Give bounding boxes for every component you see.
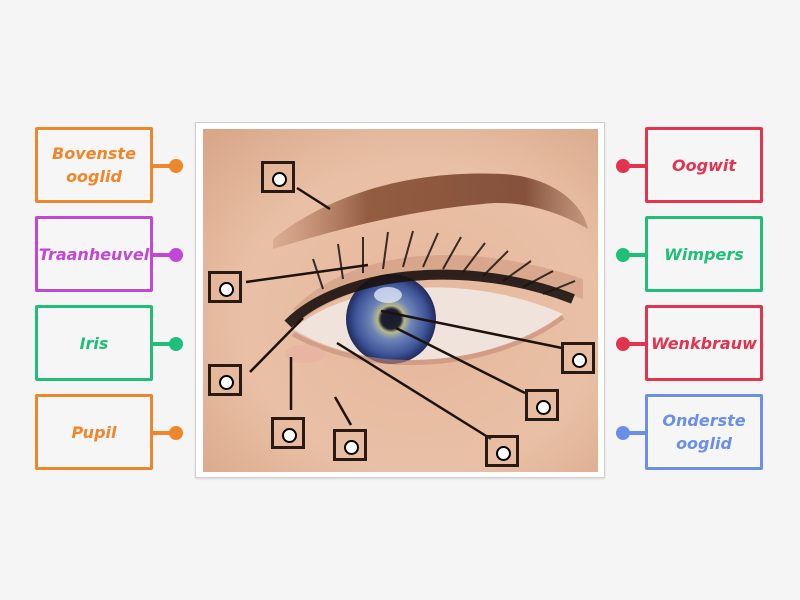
drop-target-dot [536, 400, 551, 416]
label-iris[interactable]: Iris [35, 305, 153, 381]
label-oogwit[interactable]: Oogwit [645, 127, 763, 203]
drop-zone-4[interactable] [271, 417, 305, 449]
label-handle-dot[interactable] [169, 337, 183, 351]
drop-zone-8[interactable] [485, 435, 519, 467]
drop-target-dot [282, 428, 297, 444]
label-handle-dot[interactable] [169, 426, 183, 440]
drop-zone-1[interactable] [261, 161, 295, 193]
label-handle-dot[interactable] [169, 248, 183, 262]
label-text: Iris [79, 333, 109, 353]
drop-zone-3[interactable] [208, 364, 242, 396]
drop-target-dot [344, 440, 359, 456]
label-text: Bovenste ooglid [52, 144, 136, 186]
label-handle-dot[interactable] [616, 337, 630, 351]
label-traanheuvel[interactable]: Traanheuvel [35, 216, 153, 292]
label-wimpers[interactable]: Wimpers [645, 216, 763, 292]
label-connector [628, 164, 647, 168]
label-handle-dot[interactable] [616, 248, 630, 262]
label-text: Wimpers [664, 244, 744, 264]
label-text: Oogwit [672, 155, 736, 175]
label-text: Pupil [71, 422, 117, 442]
label-connector [153, 253, 171, 257]
drop-zone-7[interactable] [525, 389, 559, 421]
eye-illustration [203, 129, 598, 472]
drop-target-dot [219, 375, 234, 391]
label-bovenste-ooglid[interactable]: Bovenste ooglid [35, 127, 153, 203]
label-text: Onderste ooglid [662, 411, 746, 453]
label-handle-dot[interactable] [616, 159, 630, 173]
drop-target-dot [572, 353, 587, 369]
diagram-image-frame [195, 122, 605, 478]
label-connector [153, 342, 171, 346]
label-handle-dot[interactable] [169, 159, 183, 173]
drop-target-dot [272, 172, 287, 188]
label-pupil[interactable]: Pupil [35, 394, 153, 470]
label-text: Traanheuvel [38, 244, 150, 264]
drop-zone-5[interactable] [333, 429, 367, 461]
label-onderste-ooglid[interactable]: Onderste ooglid [645, 394, 763, 470]
label-connector [153, 431, 171, 435]
drop-zone-6[interactable] [561, 342, 595, 374]
label-connector [628, 342, 647, 346]
drop-target-dot [496, 446, 511, 462]
drop-zone-2[interactable] [208, 271, 242, 303]
eye-photo [203, 129, 598, 472]
label-handle-dot[interactable] [616, 426, 630, 440]
label-text: Wenkbrauw [651, 333, 757, 353]
label-connector [628, 253, 647, 257]
drop-target-dot [219, 282, 234, 298]
label-connector [153, 164, 171, 168]
label-connector [628, 431, 647, 435]
label-wenkbrauw[interactable]: Wenkbrauw [645, 305, 763, 381]
